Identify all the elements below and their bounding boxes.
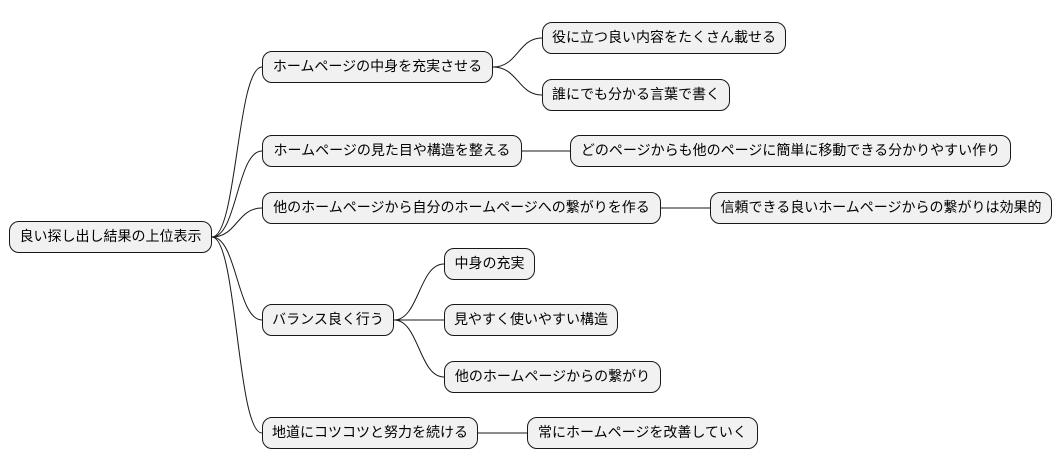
connector-branch-3-child-0 <box>393 263 445 321</box>
leaf-topic-navigation: どのページからも他のページに簡単に移動できる分かりやすい作り <box>570 135 1011 167</box>
leaf-topic-trusted-links: 信頼できる良いホームページからの繋がりは効果的 <box>710 192 1052 224</box>
branch-topic-structure: ホームページの見た目や構造を整える <box>262 135 522 167</box>
branch-topic-links: 他のホームページから自分のホームページへの繋がりを作る <box>262 192 661 224</box>
connector-branch-3-child-2 <box>393 319 445 378</box>
leaf-topic-improve: 常にホームページを改善していく <box>527 417 758 449</box>
leaf-topic-balance-structure: 見やすく使いやすい構造 <box>444 304 618 336</box>
leaf-topic-balance-links: 他のホームページからの繋がり <box>444 361 661 393</box>
leaf-topic-useful-content: 役に立つ良い内容をたくさん載せる <box>542 22 786 54</box>
leaf-topic-balance-content: 中身の充実 <box>444 248 535 280</box>
connector-root-branch-0 <box>211 66 263 238</box>
connector-branch-0-child-0 <box>492 37 543 68</box>
connector-root-branch-1 <box>211 150 263 238</box>
connector-root-branch-4 <box>211 236 263 434</box>
leaf-topic-plain-language: 誰にでも分かる言葉で書く <box>542 79 730 111</box>
root-topic: 良い探し出し結果の上位表示 <box>9 221 212 253</box>
connector-root-branch-3 <box>211 236 263 321</box>
connector-branch-0-child-1 <box>492 66 543 96</box>
branch-topic-balance: バランス良く行う <box>262 304 394 336</box>
connector-root-branch-2 <box>211 207 263 238</box>
branch-topic-content: ホームページの中身を充実させる <box>262 51 493 83</box>
branch-topic-effort: 地道にコツコツと努力を続ける <box>262 417 478 449</box>
